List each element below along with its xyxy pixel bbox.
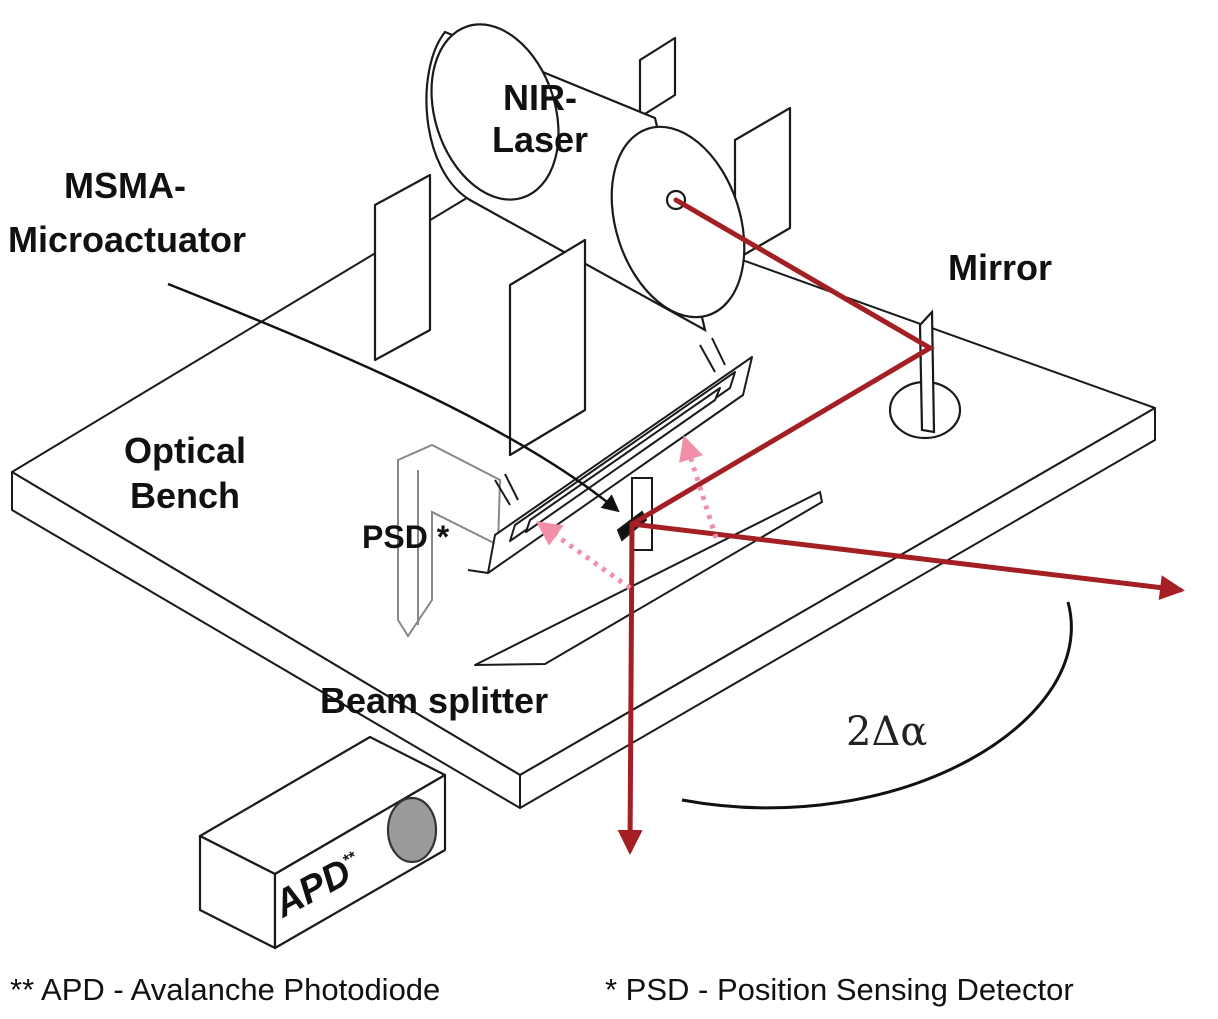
actuator-pointer bbox=[167, 282, 620, 513]
angle-arc bbox=[681, 601, 1073, 810]
bracket-plate-right bbox=[508, 238, 587, 457]
bracket-front bbox=[373, 173, 587, 457]
bench-label-line2: Bench bbox=[130, 475, 240, 516]
psd-label: PSD * bbox=[362, 519, 450, 555]
bench-right-face bbox=[519, 407, 1156, 809]
actuator-label-line1: MSMA- bbox=[64, 165, 186, 206]
beam-splitter-label: Beam splitter bbox=[320, 680, 548, 721]
laser-beam bbox=[617, 197, 1185, 855]
nir-laser bbox=[425, 23, 746, 333]
bracket-plate-left bbox=[373, 173, 432, 362]
laser-front-face bbox=[610, 125, 746, 319]
bench-label-line1: Optical bbox=[124, 430, 246, 471]
reflected-beams bbox=[535, 435, 719, 591]
laser-label-line2: Laser bbox=[492, 119, 588, 160]
msma-microactuator bbox=[467, 337, 753, 574]
beam-deflected bbox=[629, 521, 1185, 601]
mirror-label: Mirror bbox=[948, 247, 1052, 288]
apd-detector bbox=[198, 735, 447, 950]
footnote-psd: * PSD - Position Sensing Detector bbox=[605, 972, 1074, 1007]
laser-label-line1: NIR- bbox=[503, 77, 577, 118]
beam-down bbox=[617, 521, 643, 855]
mirror-element bbox=[918, 309, 936, 434]
apd-lens bbox=[386, 796, 438, 864]
optical-setup-diagram: APD** NIR- Laser MSMA- Microactuator Mir… bbox=[8, 23, 1185, 950]
footnote-apd: ** APD - Avalanche Photodiode bbox=[10, 972, 441, 1007]
angle-label: 2Δα bbox=[846, 709, 927, 755]
beam-incident bbox=[629, 197, 935, 527]
actuator-label-line2: Microactuator bbox=[8, 219, 246, 260]
bracket-back bbox=[638, 36, 792, 262]
psd-plate bbox=[397, 443, 502, 638]
mirror-mount bbox=[888, 309, 962, 440]
laser-back-face bbox=[430, 23, 560, 201]
